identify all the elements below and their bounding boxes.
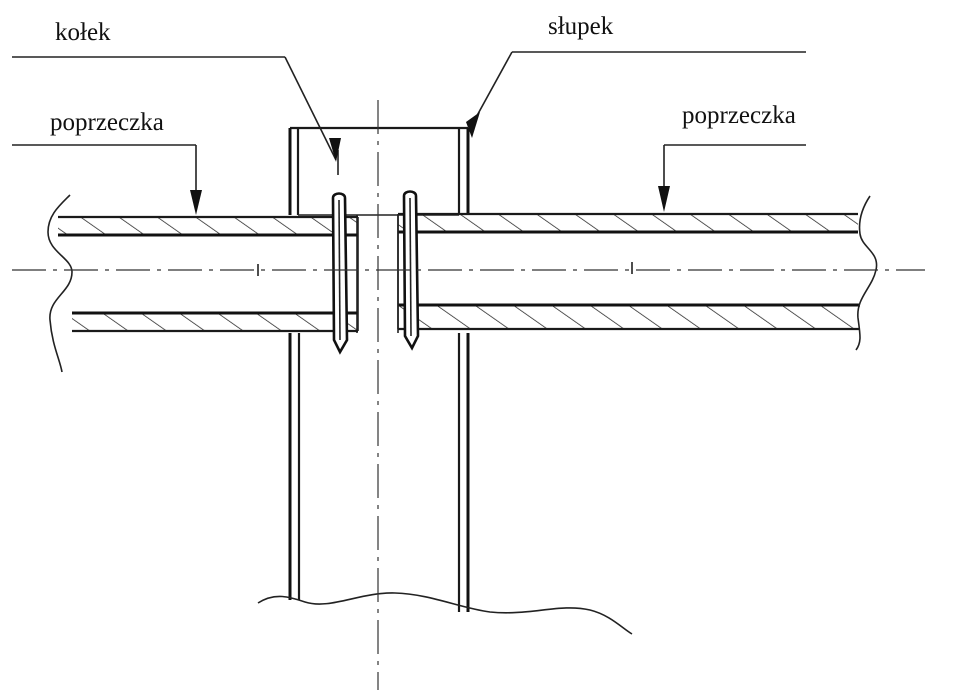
leader-crossbar-right — [658, 144, 806, 212]
crossbar-right-lower-wall — [398, 305, 860, 329]
label-crossbar-left: poprzeczka — [50, 109, 164, 136]
label-pin: kołek — [55, 19, 111, 46]
crossbar-left-upper-wall — [58, 217, 358, 235]
leader-post — [466, 51, 806, 138]
label-crossbar-right: poprzeczka — [682, 102, 796, 129]
pin-right — [402, 190, 420, 351]
crossbar-left-lower-wall — [72, 313, 358, 331]
post — [257, 126, 633, 635]
label-post: słupek — [548, 13, 614, 40]
pin-left — [331, 192, 349, 355]
leader-pin — [12, 56, 341, 175]
crossbar-left — [47, 194, 359, 373]
crossbar-right — [397, 195, 878, 351]
crossbar-right-upper-wall — [398, 214, 858, 232]
leader-crossbar-left — [12, 144, 202, 215]
